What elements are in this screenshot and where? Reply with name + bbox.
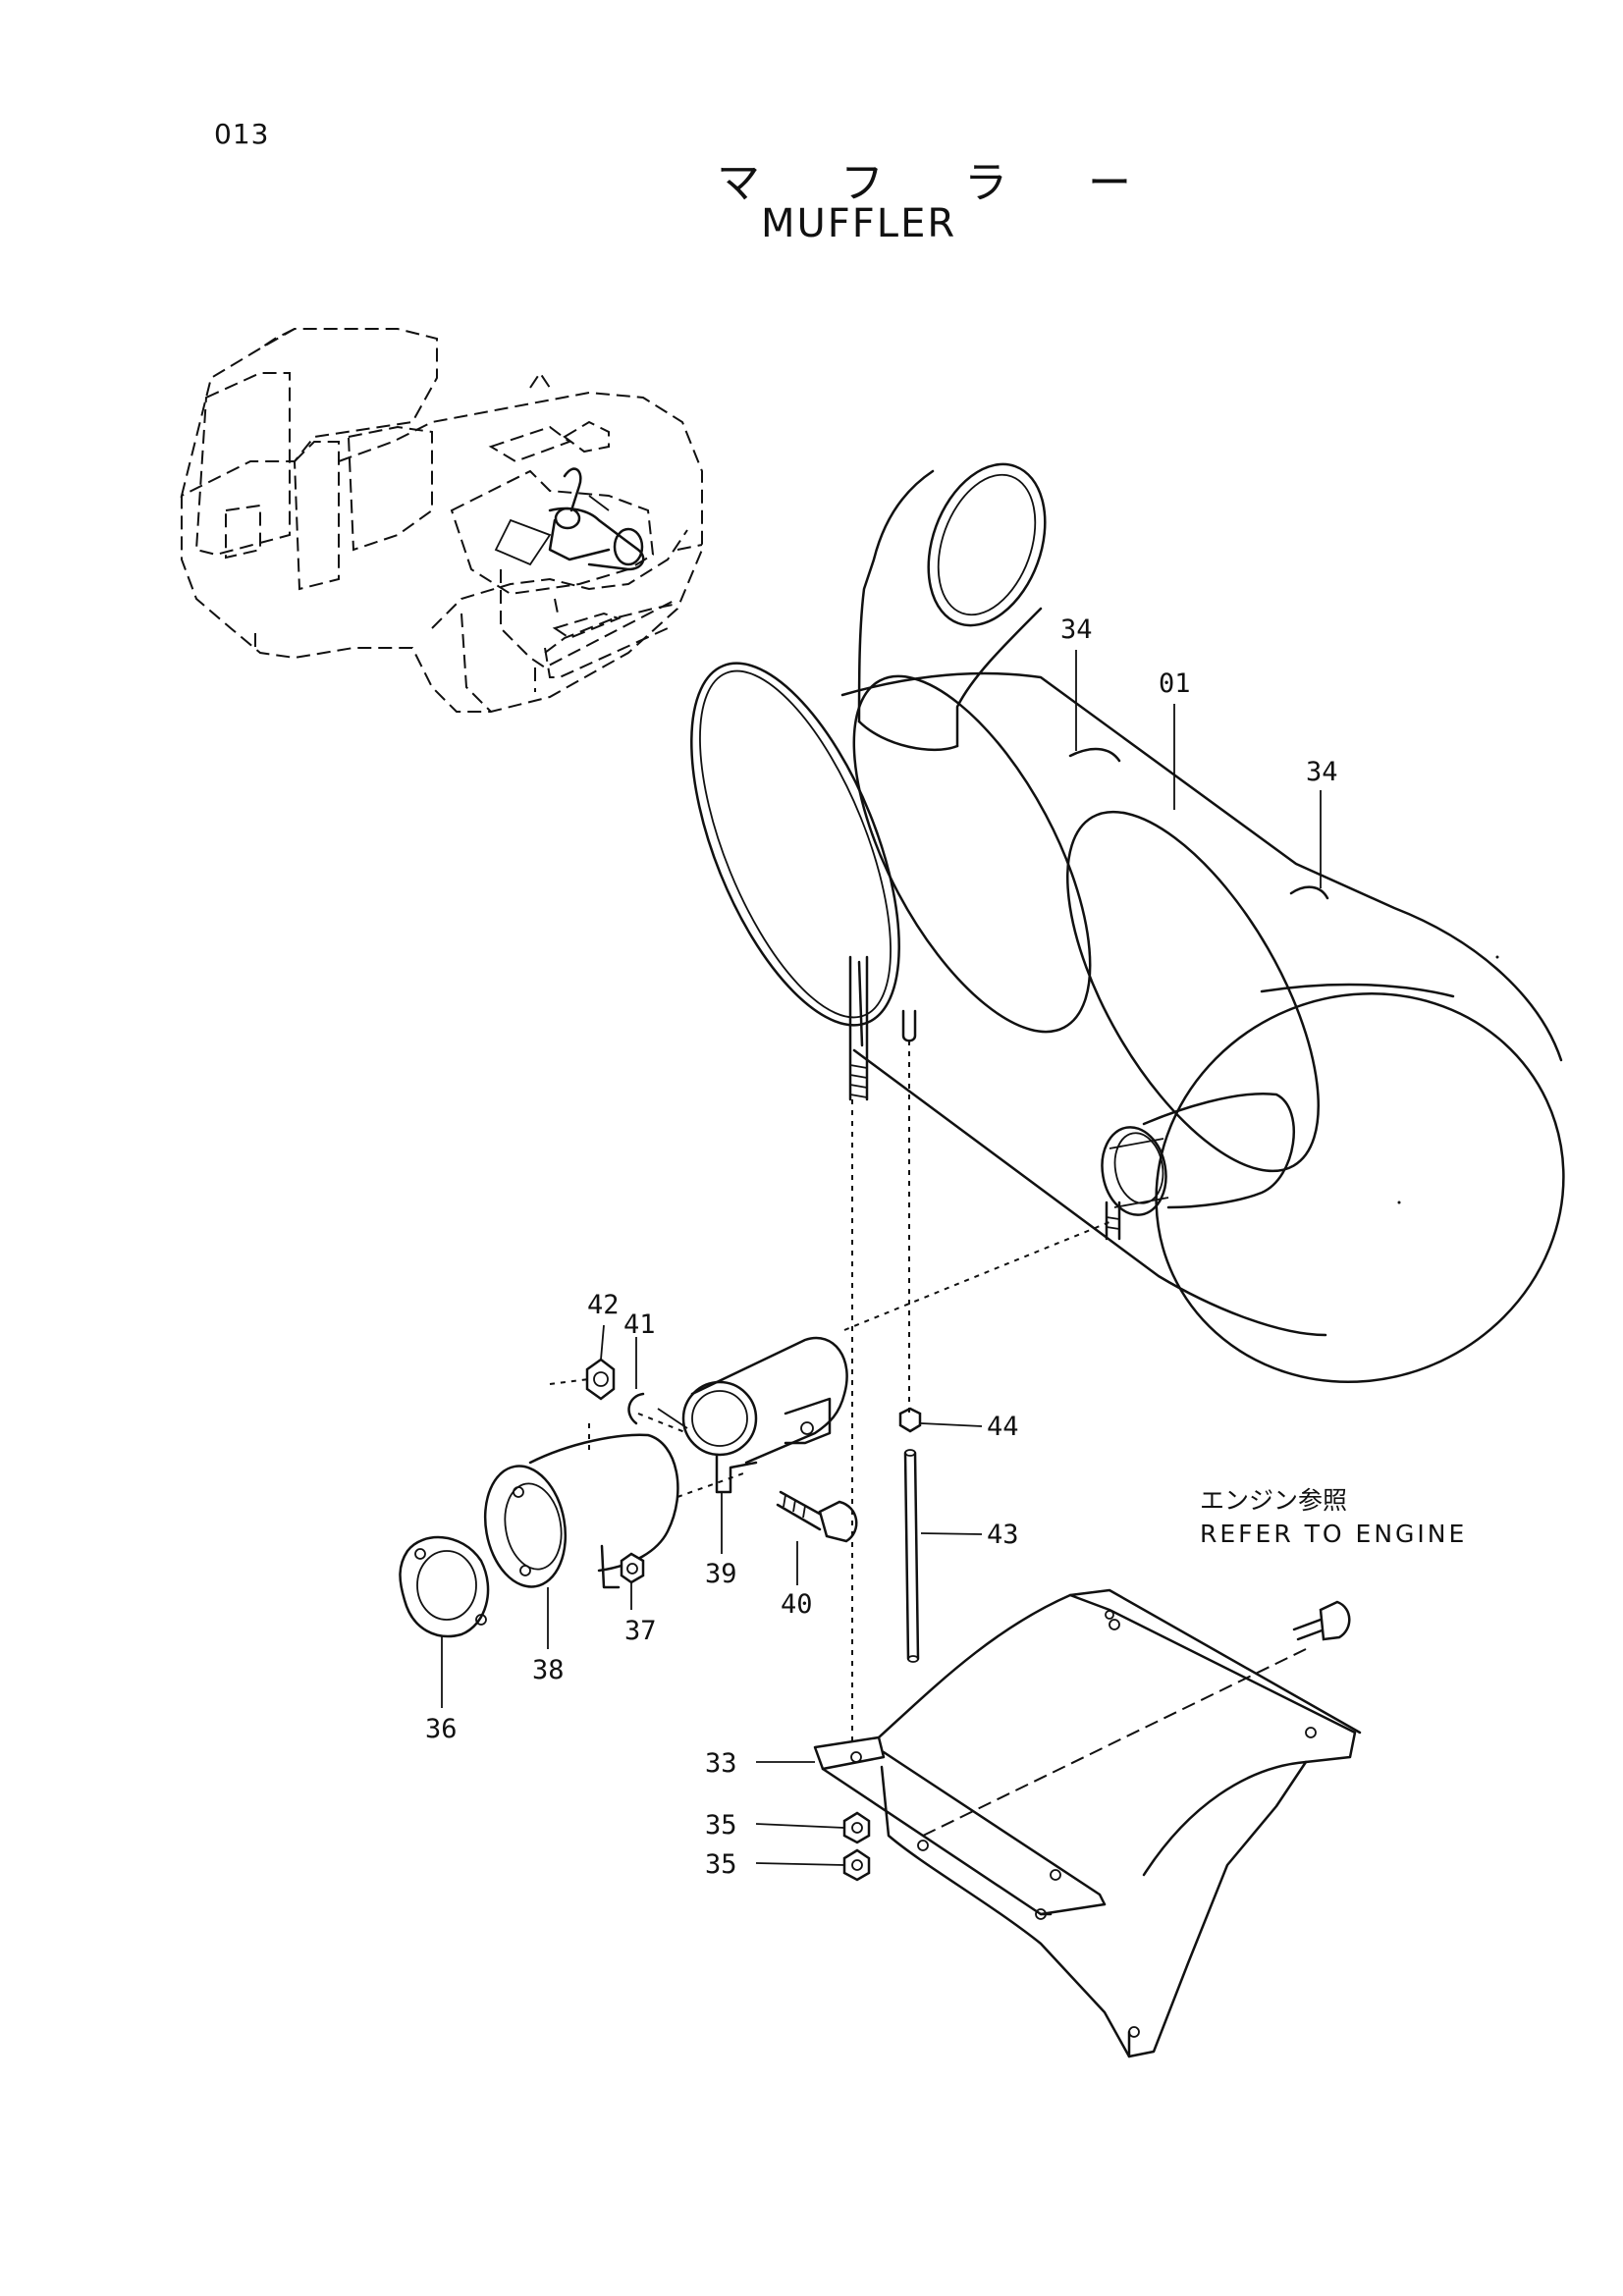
callout-38: 38 [532, 1655, 565, 1685]
page-number: 013 [214, 118, 270, 150]
callout-42: 42 [587, 1290, 620, 1320]
callout-37: 37 [624, 1616, 657, 1646]
bolt-40 [776, 1490, 858, 1543]
inlet-stub [1101, 1093, 1296, 1241]
muffler-body [690, 662, 1565, 1384]
refer-note: エンジン参照 REFER TO ENGINE [1200, 1484, 1467, 1551]
callout-33: 33 [705, 1748, 737, 1779]
bracket-33 [813, 1588, 1362, 2058]
callout-39: 39 [705, 1559, 737, 1589]
callout-44: 44 [987, 1412, 1019, 1442]
speck [1495, 955, 1499, 959]
callout-43: 43 [987, 1520, 1019, 1550]
excavator-overview-illustration [180, 328, 703, 713]
callout-41: 41 [623, 1309, 656, 1340]
refer-note-english: REFER TO ENGINE [1200, 1520, 1468, 1548]
nut-35-upper [842, 1811, 871, 1844]
callout-36: 36 [425, 1714, 458, 1744]
leader-41-to-clamp [657, 1408, 688, 1429]
gasket-36 [399, 1535, 490, 1638]
leader-lines [441, 650, 1322, 1866]
callout-40: 40 [781, 1589, 813, 1620]
page-title: MUFFLER [761, 201, 957, 246]
engine-bolt [1292, 1600, 1351, 1641]
speck [1397, 1201, 1401, 1204]
nut-42 [585, 1358, 616, 1401]
page-title-japanese: マ フ ラ ー [717, 158, 1164, 208]
pipe-38 [483, 1433, 679, 1589]
rod-43 [903, 1449, 920, 1663]
callout-35-lower: 35 [705, 1849, 737, 1880]
callout-34-upper: 34 [1060, 614, 1093, 645]
callout-35-upper: 35 [705, 1810, 737, 1841]
clamp-39 [681, 1336, 848, 1494]
tail-pipe [857, 462, 1047, 752]
callout-01: 01 [1159, 668, 1191, 699]
ring-41 [627, 1392, 645, 1425]
callout-labels: 34 01 34 42 41 44 43 39 40 37 38 36 33 3… [425, 614, 1338, 1880]
refer-note-japanese: エンジン参照 [1200, 1486, 1348, 1515]
nut-37 [620, 1552, 645, 1584]
nut-35-lower [842, 1848, 871, 1882]
assembly-lines [549, 1009, 1307, 1837]
callout-34-right: 34 [1306, 757, 1338, 787]
